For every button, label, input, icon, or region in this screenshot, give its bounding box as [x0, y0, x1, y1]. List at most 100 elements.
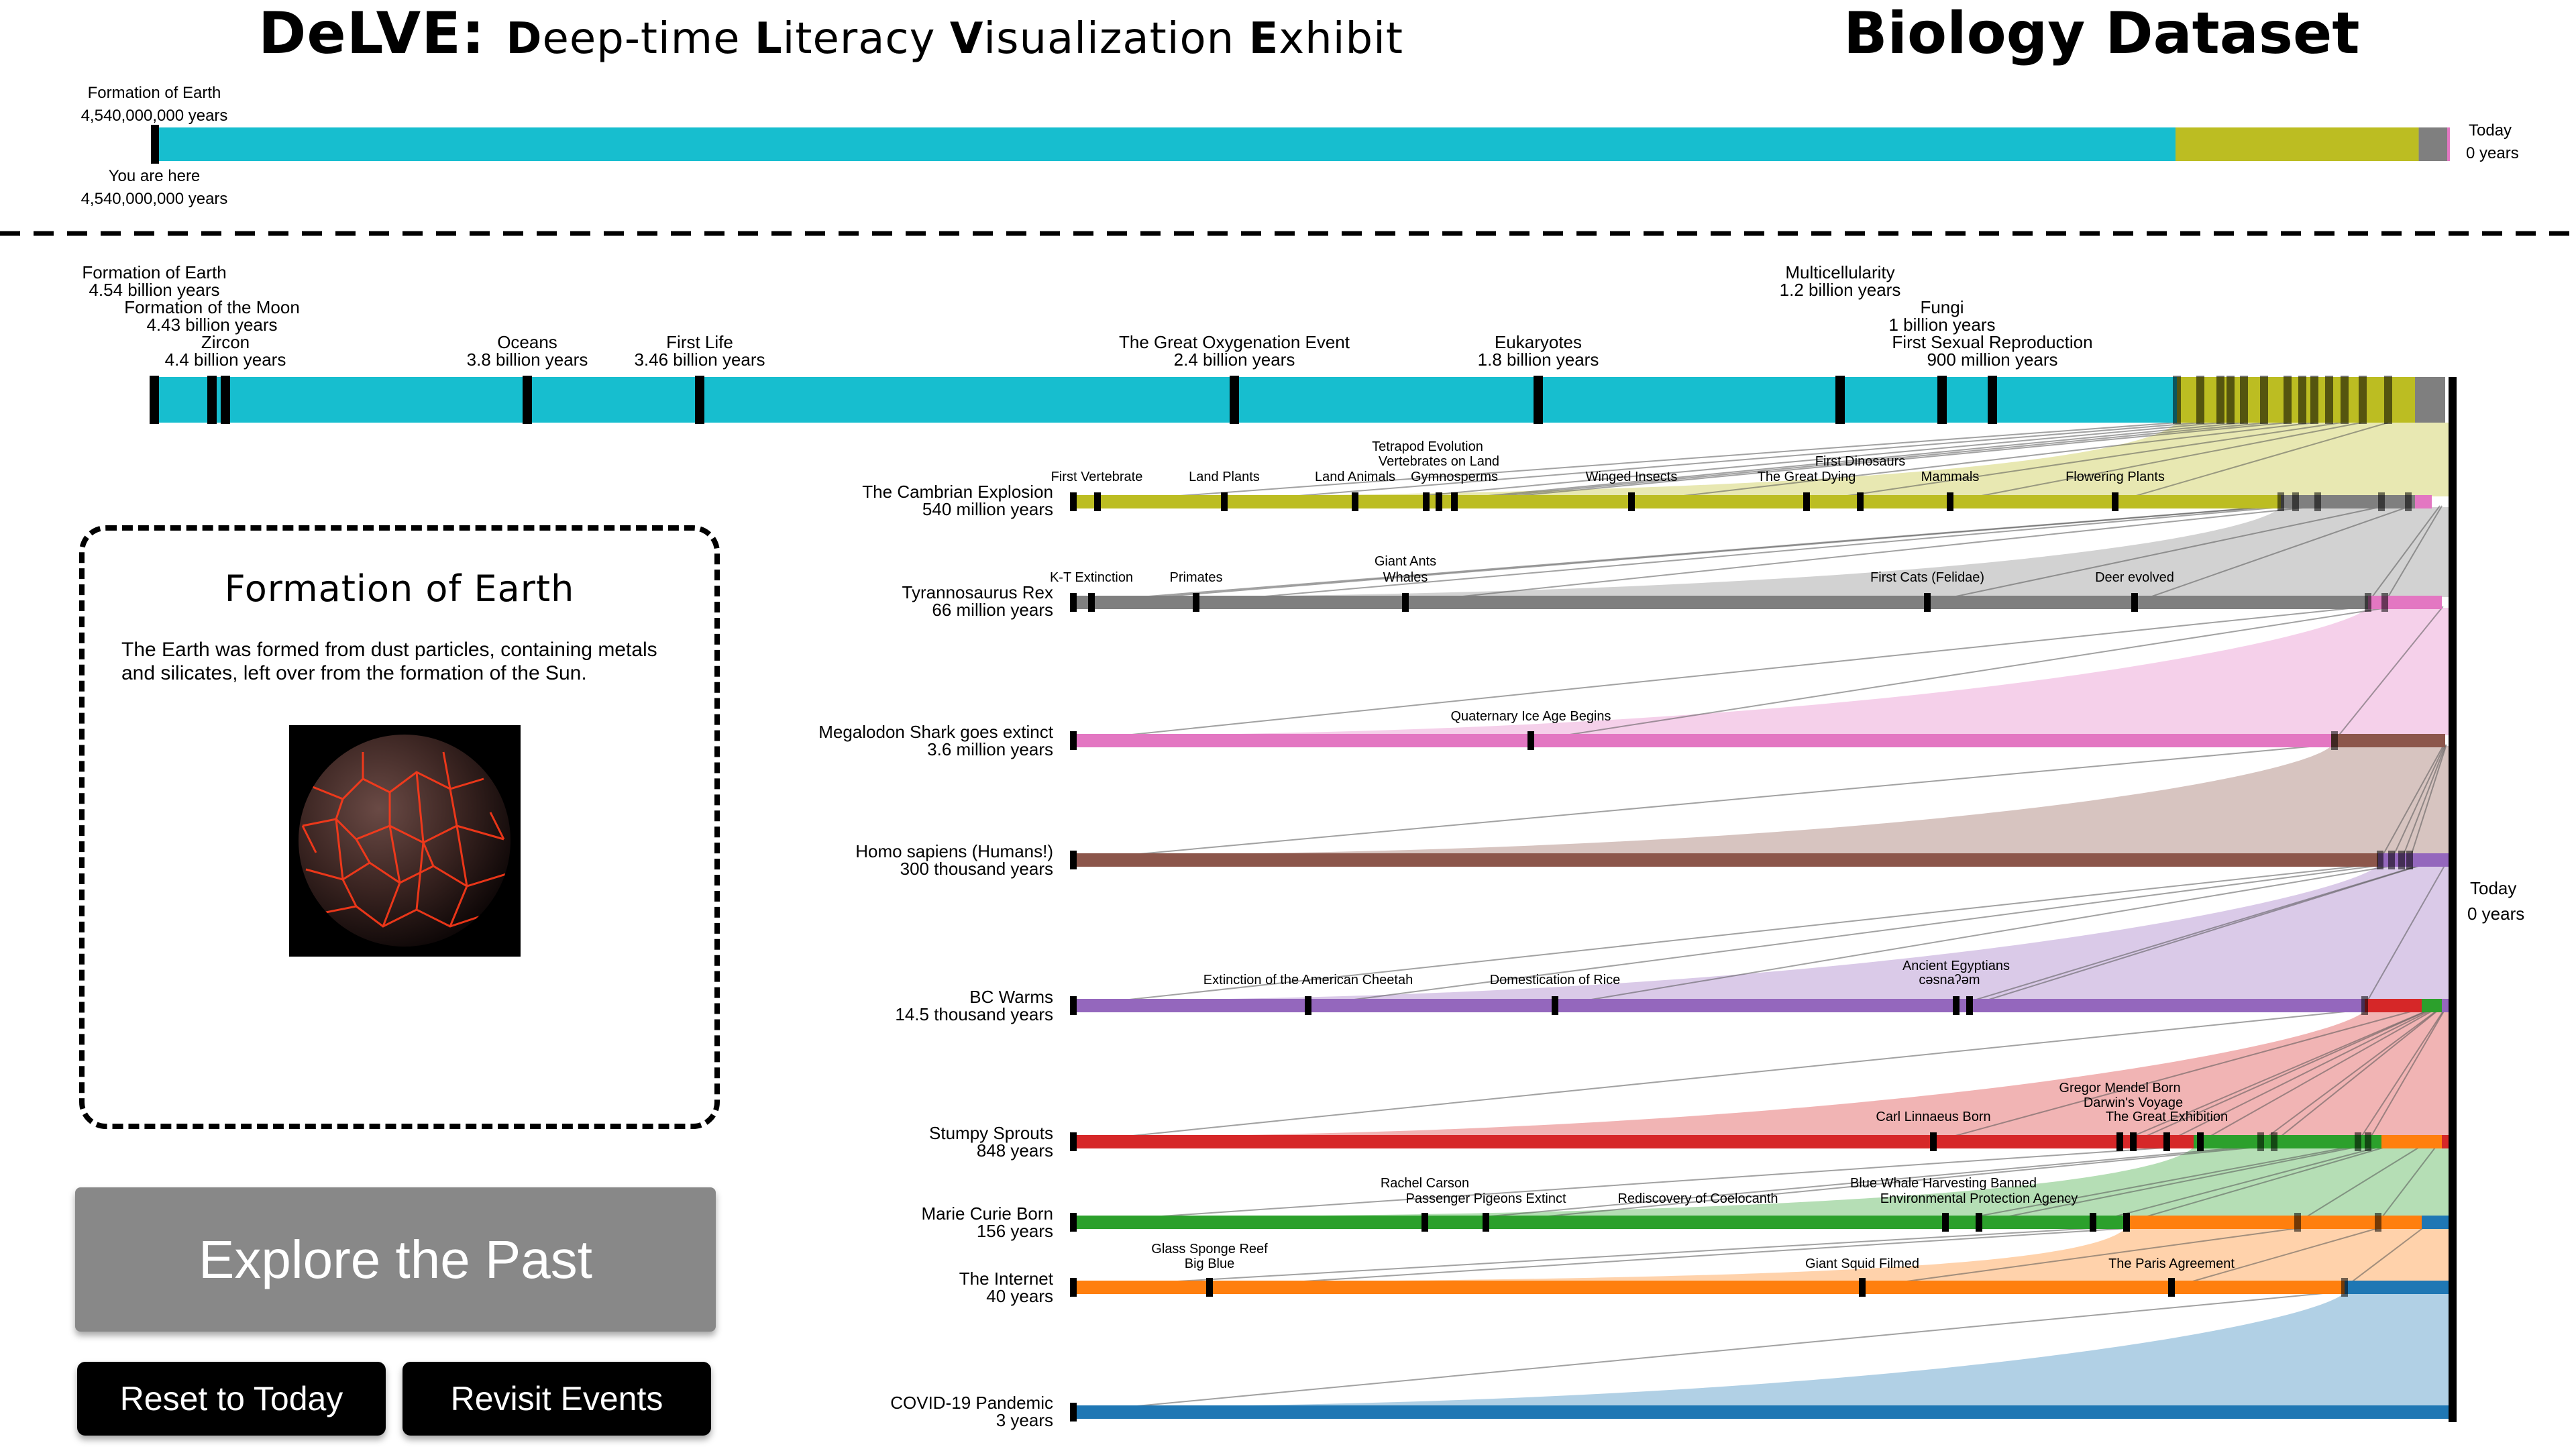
event-tick[interactable]: [2168, 1278, 2175, 1297]
overview-segment[interactable]: [2176, 127, 2419, 161]
event-tick[interactable]: [2384, 376, 2392, 424]
event-tick[interactable]: [2197, 1132, 2204, 1151]
event-tick[interactable]: [2260, 376, 2268, 424]
event-tick[interactable]: [2310, 376, 2318, 424]
event-tick[interactable]: [207, 376, 217, 424]
event-tick[interactable]: [2173, 376, 2181, 424]
event-tick[interactable]: [2257, 1132, 2264, 1151]
event-tick[interactable]: [2341, 376, 2349, 424]
event-tick[interactable]: [1230, 376, 1239, 424]
event-tick[interactable]: [1070, 1278, 1077, 1297]
revisit-events-button[interactable]: Revisit Events: [402, 1362, 711, 1436]
sub-timeline-tail[interactable]: [2345, 1281, 2450, 1294]
event-tick[interactable]: [2284, 376, 2292, 424]
event-tick[interactable]: [1483, 1213, 1489, 1232]
event-tick[interactable]: [1221, 492, 1228, 511]
event-tick[interactable]: [1552, 996, 1558, 1015]
sub-timeline-tail[interactable]: [2368, 596, 2442, 609]
sub-timeline-bar[interactable]: [1070, 1216, 2428, 1229]
event-tick[interactable]: [1924, 593, 1931, 612]
overview-segment[interactable]: [154, 127, 2176, 161]
event-tick[interactable]: [2378, 492, 2385, 511]
main-timeline-era-gray[interactable]: [2415, 377, 2445, 423]
sub-timeline-tail[interactable]: [2194, 1135, 2381, 1148]
event-tick[interactable]: [695, 376, 704, 424]
event-tick[interactable]: [2377, 851, 2383, 869]
event-tick[interactable]: [2216, 376, 2224, 424]
reset-today-button[interactable]: Reset to Today: [77, 1362, 386, 1436]
event-tick[interactable]: [2240, 376, 2248, 424]
event-tick[interactable]: [2365, 593, 2371, 612]
overview-bar[interactable]: [154, 127, 2450, 161]
sub-timeline-bar[interactable]: [1070, 734, 2445, 747]
event-tick[interactable]: [1070, 593, 1077, 612]
event-tick[interactable]: [1070, 851, 1077, 869]
event-tick[interactable]: [2112, 492, 2118, 511]
event-tick[interactable]: [1534, 376, 1543, 424]
event-tick[interactable]: [1352, 492, 1358, 511]
event-tick[interactable]: [1193, 593, 1199, 612]
event-tick[interactable]: [1070, 731, 1077, 750]
event-tick[interactable]: [1402, 593, 1409, 612]
event-tick[interactable]: [2298, 376, 2306, 424]
main-timeline[interactable]: Formation of Earth 4.54 billion years Fo…: [82, 262, 2445, 424]
event-tick[interactable]: [150, 376, 159, 424]
event-tick[interactable]: [1988, 376, 1997, 424]
explore-past-button[interactable]: Explore the Past: [75, 1187, 716, 1332]
event-tick[interactable]: [1423, 492, 1430, 511]
event-tick[interactable]: [2341, 1278, 2348, 1297]
event-tick[interactable]: [2381, 593, 2388, 612]
event-tick[interactable]: [1835, 376, 1845, 424]
event-tick[interactable]: [2292, 492, 2299, 511]
event-tick[interactable]: [1206, 1278, 1213, 1297]
event-tick[interactable]: [1527, 731, 1534, 750]
event-tick[interactable]: [1857, 492, 1864, 511]
overview-segment[interactable]: [2418, 127, 2449, 161]
event-tick[interactable]: [2116, 1132, 2123, 1151]
event-tick[interactable]: [2365, 1132, 2371, 1151]
sub-timeline-tail[interactable]: [2415, 495, 2432, 508]
event-tick[interactable]: [523, 376, 532, 424]
sub-timeline-tail[interactable]: [2127, 1216, 2422, 1229]
main-timeline-era-cyan[interactable]: [151, 377, 2177, 423]
sub-timeline-bar[interactable]: [1070, 1281, 2348, 1294]
event-tick[interactable]: [2359, 376, 2367, 424]
event-tick[interactable]: [1070, 1132, 1077, 1151]
event-tick[interactable]: [1966, 996, 1973, 1015]
sub-timeline-tail[interactable]: [2365, 999, 2422, 1012]
event-tick[interactable]: [2226, 376, 2235, 424]
event-tick[interactable]: [2375, 1213, 2381, 1232]
event-tick[interactable]: [2406, 851, 2413, 869]
event-tick[interactable]: [2314, 492, 2321, 511]
event-tick[interactable]: [2388, 851, 2395, 869]
event-tick[interactable]: [1070, 996, 1077, 1015]
event-tick[interactable]: [2196, 376, 2204, 424]
event-tick[interactable]: [2131, 593, 2138, 612]
event-tick[interactable]: [221, 376, 230, 424]
sub-timeline-bar[interactable]: [1070, 596, 2442, 609]
sub-timeline-tail[interactable]: [2422, 999, 2442, 1012]
event-tick[interactable]: [2398, 851, 2405, 869]
event-tick[interactable]: [2405, 492, 2412, 511]
event-tick[interactable]: [1859, 1278, 1866, 1297]
event-tick[interactable]: [2123, 1213, 2130, 1232]
sub-timeline-tail[interactable]: [2378, 853, 2449, 867]
sub-timeline-tail[interactable]: [2331, 734, 2445, 747]
event-tick[interactable]: [2361, 996, 2368, 1015]
sub-timeline-bar[interactable]: [1070, 1135, 2449, 1148]
event-tick[interactable]: [2163, 1132, 2170, 1151]
sub-timelines[interactable]: [1070, 492, 2450, 1421]
event-tick[interactable]: [1088, 593, 1095, 612]
event-tick[interactable]: [1953, 996, 1960, 1015]
sub-timeline-tail[interactable]: [2422, 1216, 2449, 1229]
event-tick[interactable]: [2294, 1213, 2301, 1232]
event-tick[interactable]: [1451, 492, 1458, 511]
event-tick[interactable]: [1070, 492, 1077, 511]
event-tick[interactable]: [1803, 492, 1810, 511]
event-tick[interactable]: [2331, 731, 2338, 750]
event-tick[interactable]: [2130, 1132, 2137, 1151]
sub-timeline-tail[interactable]: [2381, 1135, 2442, 1148]
event-tick[interactable]: [1976, 1213, 1982, 1232]
main-timeline-era-olive[interactable]: [2177, 377, 2415, 423]
